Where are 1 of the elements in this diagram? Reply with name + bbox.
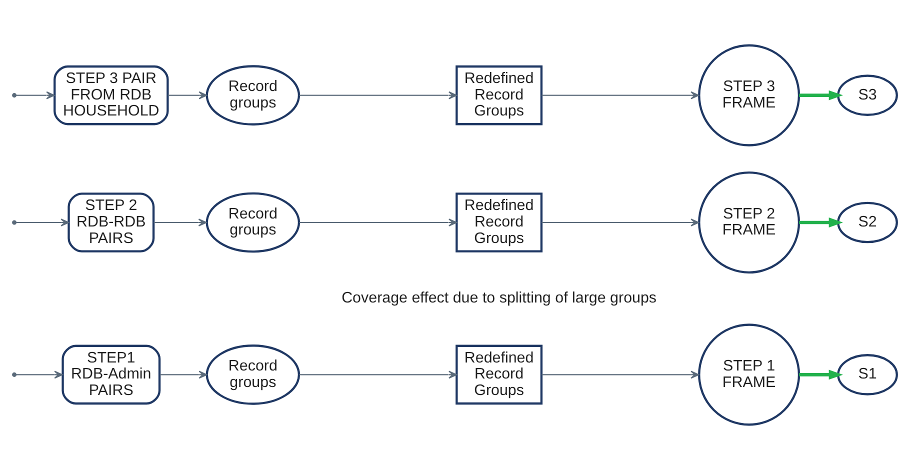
label: Coverage effect due to splitting of large groups xyxy=(342,289,657,306)
